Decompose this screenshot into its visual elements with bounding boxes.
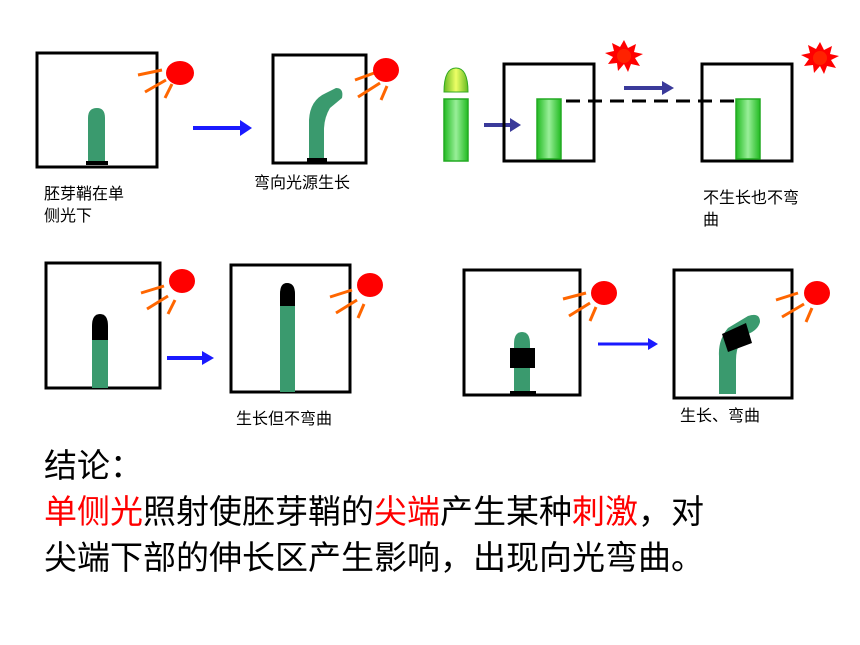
seedling-with-cap	[280, 284, 295, 392]
arrow-4-head	[202, 351, 214, 365]
light-source-4b	[775, 281, 830, 323]
starburst-sun-icon	[801, 42, 839, 74]
base-line	[307, 158, 327, 162]
decapitated-seedling	[443, 98, 469, 162]
label-exp4-result: 生长、弯曲	[680, 406, 761, 425]
sun-icon	[357, 273, 383, 297]
arrow-2-head	[510, 118, 521, 132]
highlight-unilateral-light: 单侧光	[44, 492, 143, 531]
seedling-straight	[88, 108, 105, 163]
conclusion-heading: 结论：	[44, 446, 143, 485]
box-4b	[672, 268, 794, 400]
label-line: 侧光下	[44, 206, 93, 225]
experiment-1	[35, 51, 399, 169]
arrow-3-head	[662, 81, 674, 95]
opaque-cap	[92, 314, 108, 340]
light-source-1a	[137, 61, 194, 99]
label-line: 胚芽鞘在单	[44, 184, 125, 203]
label-line: 不生长也不弯	[703, 188, 800, 207]
conclusion-text: 照射使胚芽鞘的	[143, 492, 374, 531]
sun-icon	[804, 281, 830, 305]
conclusion-line-2: 尖端下部的伸长区产生影响，出现向光弯曲。	[44, 538, 704, 577]
decapitated-seedling	[735, 98, 761, 160]
label-line: 曲	[703, 210, 720, 229]
sun-icon	[373, 58, 399, 82]
experiment-3	[44, 261, 383, 394]
sun-icon	[166, 61, 194, 85]
label-exp3-result: 生长但不弯曲	[236, 409, 333, 428]
sun-icon	[591, 281, 617, 305]
base-line	[510, 391, 536, 395]
box-2b	[700, 62, 794, 163]
box-1b	[271, 53, 368, 165]
arrow-5-head	[648, 338, 658, 350]
highlight-tip: 尖端	[374, 492, 440, 531]
decapitated-seedling	[536, 98, 562, 160]
opaque-cap	[280, 283, 295, 306]
sun-icon	[169, 269, 195, 293]
starburst-sun-icon	[605, 40, 643, 72]
label-exp1-after: 弯向光源生长	[254, 173, 351, 192]
tip-cap	[443, 67, 469, 93]
light-source-3b	[329, 273, 383, 319]
base-line	[86, 161, 108, 165]
label-exp1-before: 胚芽鞘在单 侧光下	[44, 183, 124, 227]
box-2a	[502, 62, 596, 163]
experiment-4	[462, 268, 830, 400]
conclusion-text: ，对	[638, 492, 704, 531]
opaque-band	[510, 348, 535, 368]
seedling-bent	[309, 88, 343, 160]
box-1a	[35, 51, 159, 169]
light-source-1b	[354, 58, 399, 101]
opaque-band	[722, 323, 752, 352]
experiment-2	[443, 40, 839, 163]
conclusion-text: 产生某种	[440, 492, 572, 531]
highlight-stimulus: 刺激	[572, 492, 638, 531]
light-source-3a	[140, 269, 195, 315]
conclusion-line-1: 单侧光照射使胚芽鞘的尖端产生某种刺激，对	[44, 490, 704, 534]
light-source-4a	[562, 281, 617, 322]
arrow-1-head	[240, 120, 252, 136]
label-exp2-result: 不生长也不弯 曲	[703, 187, 799, 231]
